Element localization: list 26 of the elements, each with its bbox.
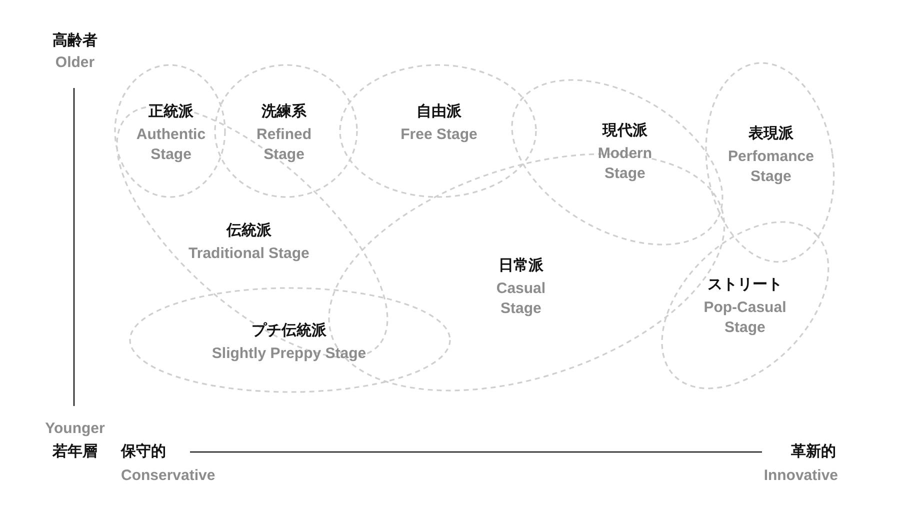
stage-name: 現代派: [602, 120, 648, 141]
stage-name: プチ伝統派: [252, 321, 326, 341]
axis-end-label: 革新的: [791, 442, 836, 462]
axis-end-label: 高齢者: [52, 31, 98, 51]
stage-subtitle: Refined Stage: [255, 125, 312, 165]
stage-name: 自由派: [416, 102, 462, 122]
axis-end-label: 若年層: [52, 442, 98, 462]
stage-name: ストリート: [707, 274, 782, 295]
stage-subtitle: Free Stage: [400, 125, 478, 145]
stage-subtitle: Slightly Preppy Stage: [210, 344, 368, 364]
stage-name: 正統派: [148, 102, 194, 122]
axis-end-label: Innovative: [764, 466, 838, 486]
axis-end-label: 保守的: [121, 442, 166, 462]
stage-subtitle: Pop-Casual Stage: [702, 298, 788, 338]
axis-end-label: Conservative: [121, 466, 216, 486]
stage-name: 表現派: [748, 124, 794, 144]
stage-subtitle: Authentic Stage: [135, 125, 207, 165]
stage-name: 洗練系: [262, 102, 306, 122]
stage-name: 伝統派: [226, 220, 272, 241]
stage-name: 日常派: [498, 256, 544, 276]
axis-end-label: Older: [55, 53, 95, 73]
axis-end-label: Younger: [45, 419, 105, 439]
stage-subtitle: Perfomance Stage: [727, 146, 815, 187]
stage-subtitle: Traditional Stage: [188, 244, 310, 264]
stage-subtitle: Casual Stage: [495, 278, 547, 319]
stage-subtitle: Modern Stage: [596, 144, 654, 184]
